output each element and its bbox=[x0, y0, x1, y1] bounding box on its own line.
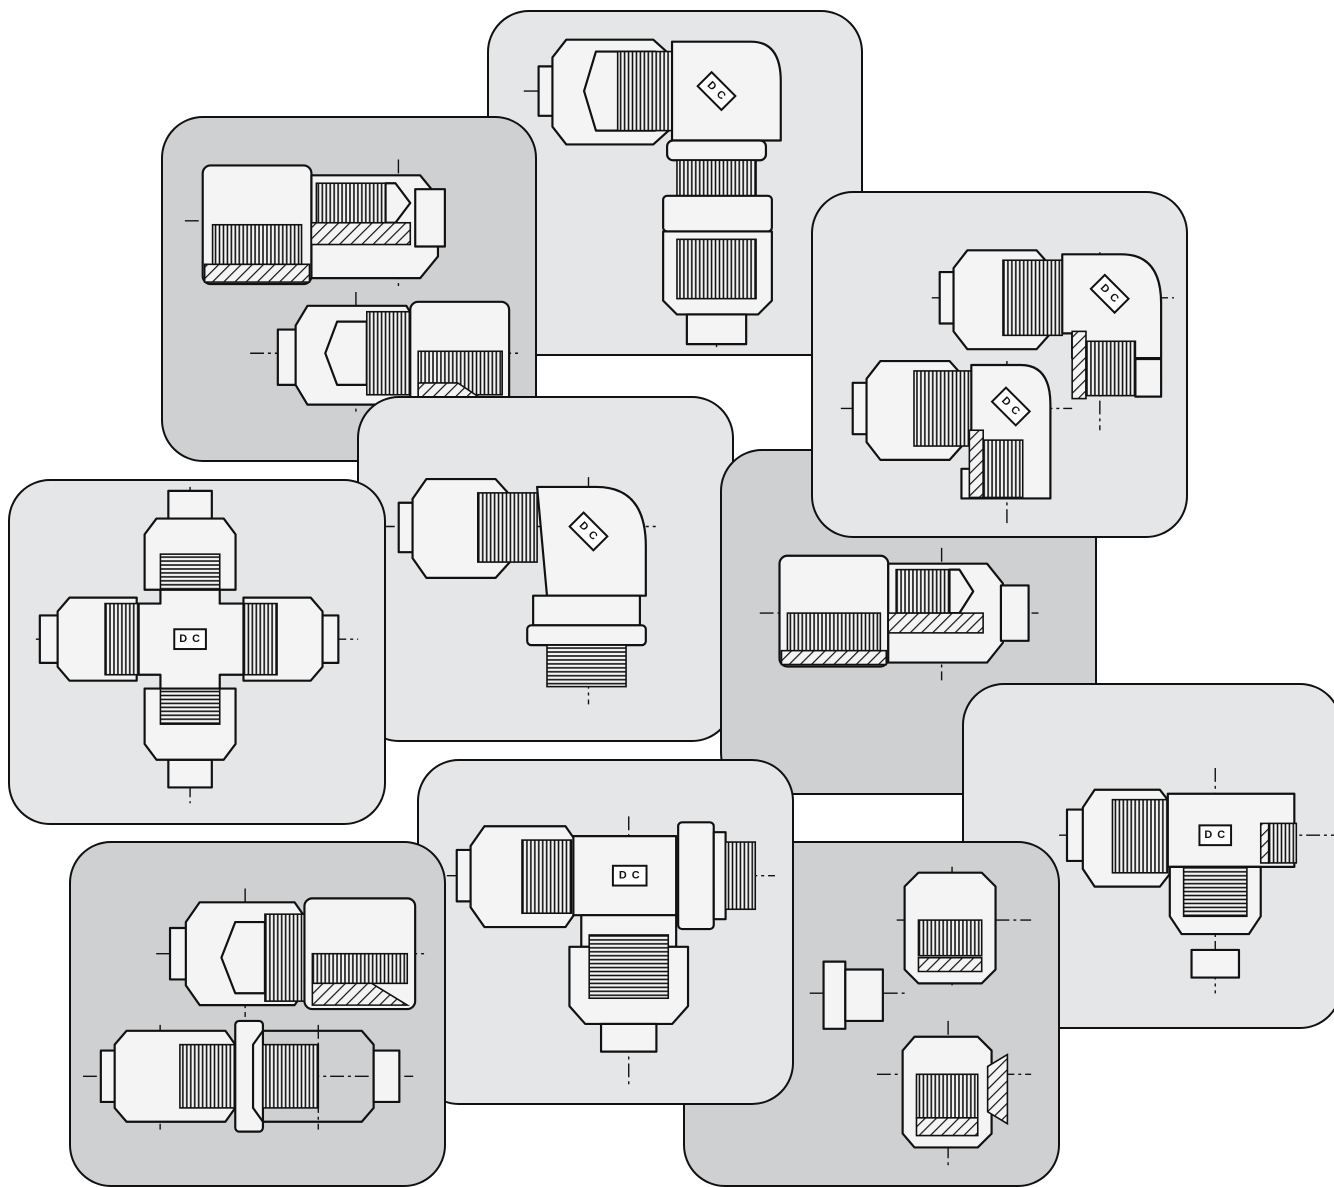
elbow-orb-drawing: D C bbox=[380, 477, 656, 705]
tile-cross: D C bbox=[8, 479, 386, 825]
dc-marking: D C bbox=[1204, 829, 1226, 841]
female-adapter-pair-drawing bbox=[184, 159, 521, 415]
elbow-pair-drawing: D C D C bbox=[840, 249, 1174, 526]
bulkhead-union-drawing bbox=[83, 888, 428, 1133]
elbow-bulkhead-drawing: D C bbox=[523, 38, 782, 349]
female-adapter-drawing bbox=[759, 547, 1039, 681]
tile-elbow-orb: D C bbox=[357, 396, 734, 742]
cross-drawing: D C bbox=[35, 486, 359, 804]
tile-elbow-bulkhead: D C bbox=[487, 10, 863, 356]
tile-elbow-pair: D C D C bbox=[811, 191, 1188, 538]
run-tee-drawing: D C bbox=[1059, 768, 1334, 994]
bulkhead-tee-drawing: D C bbox=[446, 816, 776, 1088]
dc-marking: D C bbox=[619, 870, 641, 882]
plug-and-caps-drawing bbox=[809, 866, 1032, 1170]
dc-marking: D C bbox=[179, 633, 201, 645]
tile-bulkhead-tee: D C bbox=[417, 759, 794, 1105]
tile-bulkhead-union bbox=[69, 841, 446, 1187]
